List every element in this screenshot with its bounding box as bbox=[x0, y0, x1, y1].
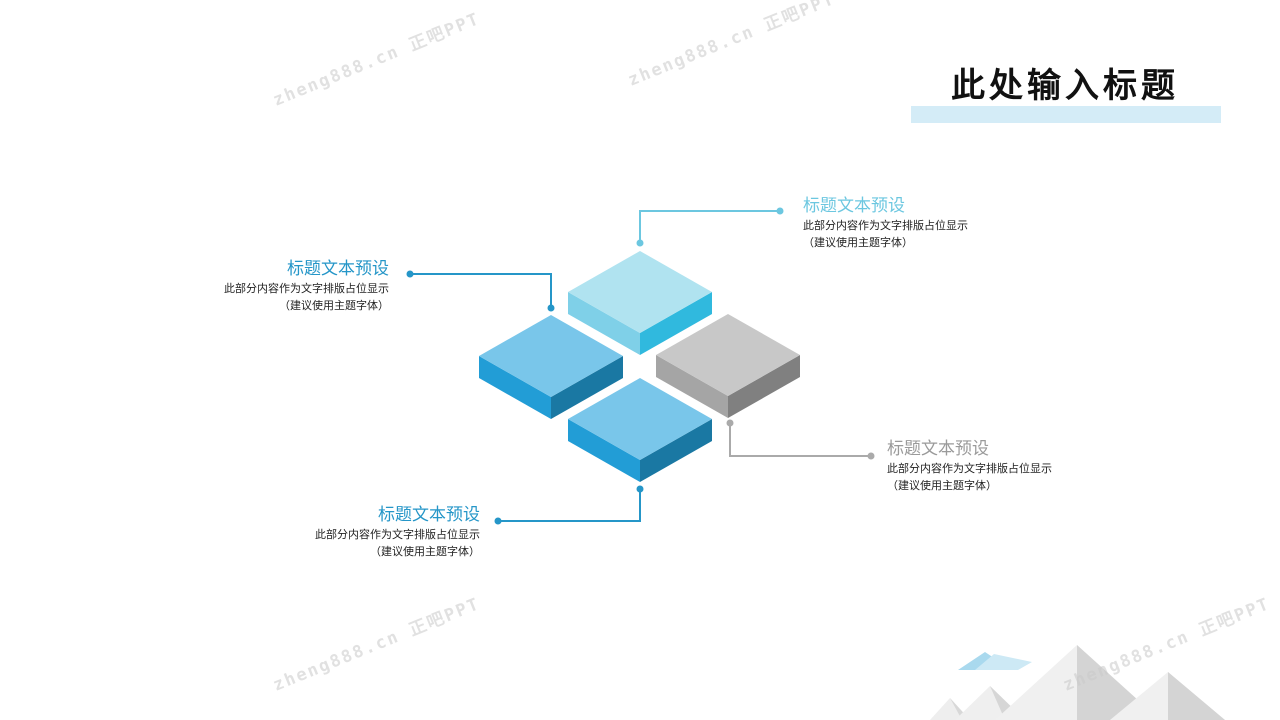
connector-left bbox=[410, 273, 552, 308]
connector-dot bbox=[636, 485, 644, 493]
text-block-top: 标题文本预设 此部分内容作为文字排版占位显示 （建议使用主题字体） bbox=[803, 195, 968, 251]
slide-title: 此处输入标题 bbox=[951, 66, 1179, 106]
text-block-left: 标题文本预设 此部分内容作为文字排版占位显示 （建议使用主题字体） bbox=[224, 258, 389, 314]
block-heading: 标题文本预设 bbox=[887, 439, 989, 459]
connector-bottom bbox=[498, 489, 641, 522]
text-block-bottom: 标题文本预设 此部分内容作为文字排版占位显示 （建议使用主题字体） bbox=[315, 504, 480, 560]
connector-dot bbox=[776, 207, 784, 215]
block-line2: （建议使用主题字体） bbox=[279, 299, 389, 312]
connector-dot bbox=[547, 304, 555, 312]
connector-dot bbox=[867, 452, 875, 460]
connector-dot bbox=[406, 270, 414, 278]
connector-dot bbox=[636, 239, 644, 247]
connector-right bbox=[729, 423, 871, 457]
connector-dot bbox=[494, 517, 502, 525]
block-heading: 标题文本预设 bbox=[803, 196, 905, 216]
block-line2: （建议使用主题字体） bbox=[803, 236, 913, 249]
cube-bottom bbox=[568, 378, 712, 482]
block-line1: 此部分内容作为文字排版占位显示 bbox=[315, 528, 480, 541]
block-line2: （建议使用主题字体） bbox=[887, 479, 997, 492]
mountains-decoration bbox=[930, 645, 1225, 720]
block-line2: （建议使用主题字体） bbox=[370, 545, 480, 558]
connector-dot bbox=[726, 419, 734, 427]
block-line1: 此部分内容作为文字排版占位显示 bbox=[224, 282, 389, 295]
block-line1: 此部分内容作为文字排版占位显示 bbox=[803, 219, 968, 232]
block-heading: 标题文本预设 bbox=[287, 259, 389, 279]
text-block-right: 标题文本预设 此部分内容作为文字排版占位显示 （建议使用主题字体） bbox=[887, 438, 1052, 494]
connector-top bbox=[639, 210, 780, 243]
block-line1: 此部分内容作为文字排版占位显示 bbox=[887, 462, 1052, 475]
cube-right-gray bbox=[656, 314, 800, 418]
cube-left bbox=[479, 315, 623, 419]
cube-top bbox=[568, 251, 712, 355]
block-heading: 标题文本预设 bbox=[378, 505, 480, 525]
title-underline-bar bbox=[911, 106, 1221, 123]
